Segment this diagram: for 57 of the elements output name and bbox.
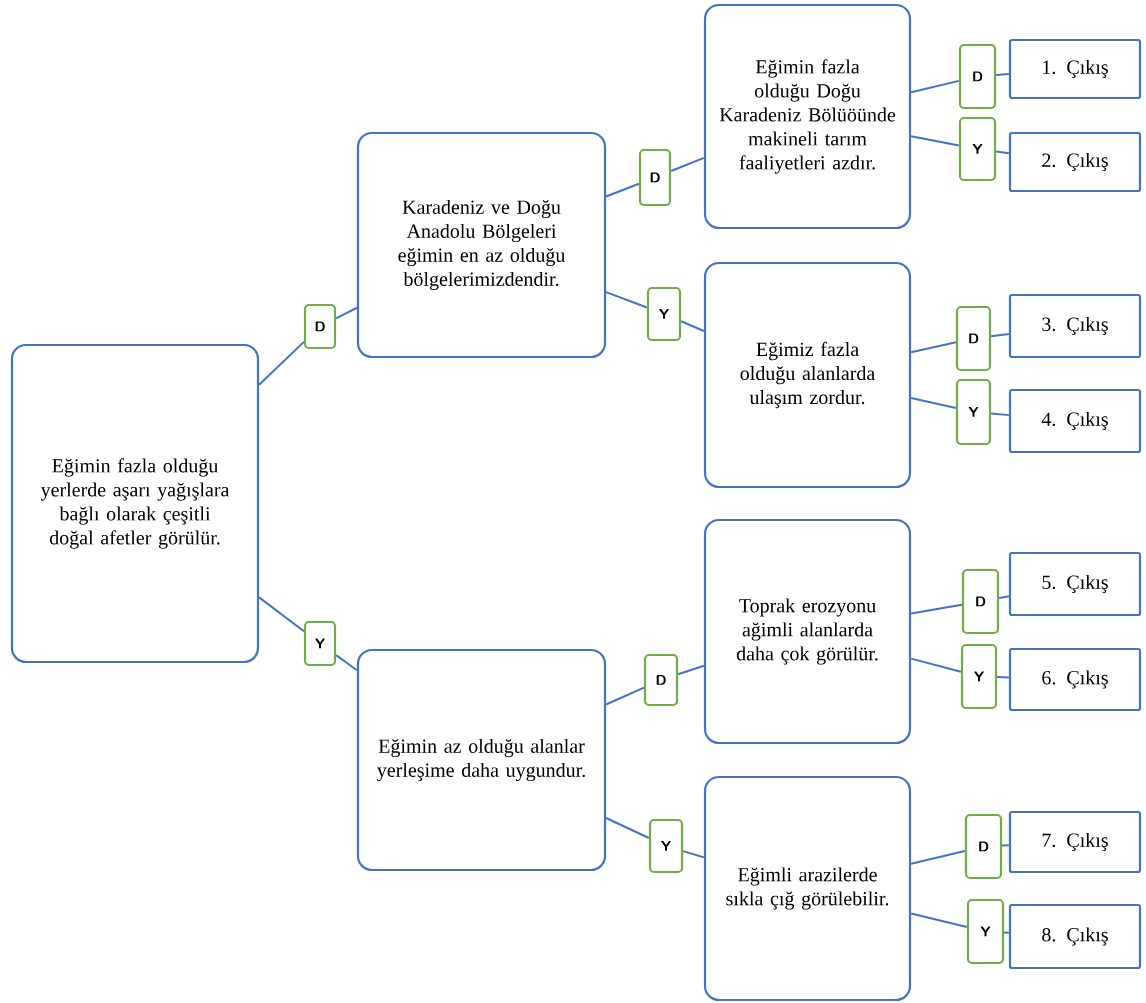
answer-tag: D [643,653,679,707]
connector-line [990,412,1010,417]
connector-line [910,849,966,865]
exit-box: 7. Çıkış [1008,810,1142,874]
connector-line [910,397,957,410]
connector-line [605,182,640,198]
connector-line [258,596,305,633]
answer-tag: D [964,813,1003,880]
connector-line [335,654,358,672]
exit-box: 8. Çıkış [1008,903,1142,970]
statement-box: Eğimin az olduğu alanlar yerleşime daha uygundur. [356,648,607,872]
answer-tag: Y [648,818,684,874]
statement-box: Toprak erozyonu ağimli alanlarda daha çok görülür. [703,518,912,745]
connector-line [677,664,705,676]
answer-tag: D [958,43,997,110]
answer-tag: Y [646,286,682,342]
statement-box: Eğimin fazla olduğu Doğu Karadeniz Bölüöünde makineli tarım faaliyetleri azdır. [703,3,912,230]
answer-tag: D [638,148,672,207]
answer-tag: Y [958,116,997,182]
connector-line [670,156,705,172]
connector-line [605,291,648,309]
connector-line [910,603,963,615]
connector-line [910,135,960,147]
answer-tag: Y [303,620,337,667]
connector-line [995,73,1010,77]
answer-tag: Y [966,898,1005,965]
answer-tag: Y [955,378,992,446]
exit-box: 6. Çıkış [1008,647,1142,712]
connector-line [605,686,645,706]
answer-tag: D [955,305,992,372]
connector-line [1003,931,1010,934]
exit-box: 5. Çıkış [1008,551,1142,617]
connector-line [910,341,957,354]
statement-box: Eğimiz fazla olduğu alanlarda ulaşım zordur. [703,261,912,489]
connector-line [682,850,705,859]
connector-line [335,306,358,320]
statement-box: Eğimli arazilerde sıkla çığ görülebilir. [703,775,912,1002]
connector-line [680,320,705,332]
connector-line [1001,844,1010,847]
connector-line [910,79,960,94]
answer-tag: D [961,568,1000,635]
connector-line [258,340,305,386]
connector-line [998,595,1010,600]
connector-line [990,333,1010,338]
connector-line [910,657,962,673]
connector-line [910,912,968,928]
exit-box: 4. Çıkış [1008,388,1142,454]
answer-tag: Y [960,643,998,710]
answer-tag: D [303,303,337,350]
connector-line [995,150,1010,155]
connector-line [605,817,650,839]
exit-box: 2. Çıkış [1008,131,1142,193]
connector-line [996,676,1010,679]
exit-box: 3. Çıkış [1008,293,1142,359]
exit-box: 1. Çıkış [1008,38,1142,100]
statement-box: Eğimin fazla olduğu yerlerde aşarı yağışlara bağlı olarak çeşitli doğal afetler görülür. [10,343,260,664]
statement-box: Karadeniz ve Doğu Anadolu Bölgeleri eğimin en az olduğu bölgelerimizdendir. [356,131,607,359]
